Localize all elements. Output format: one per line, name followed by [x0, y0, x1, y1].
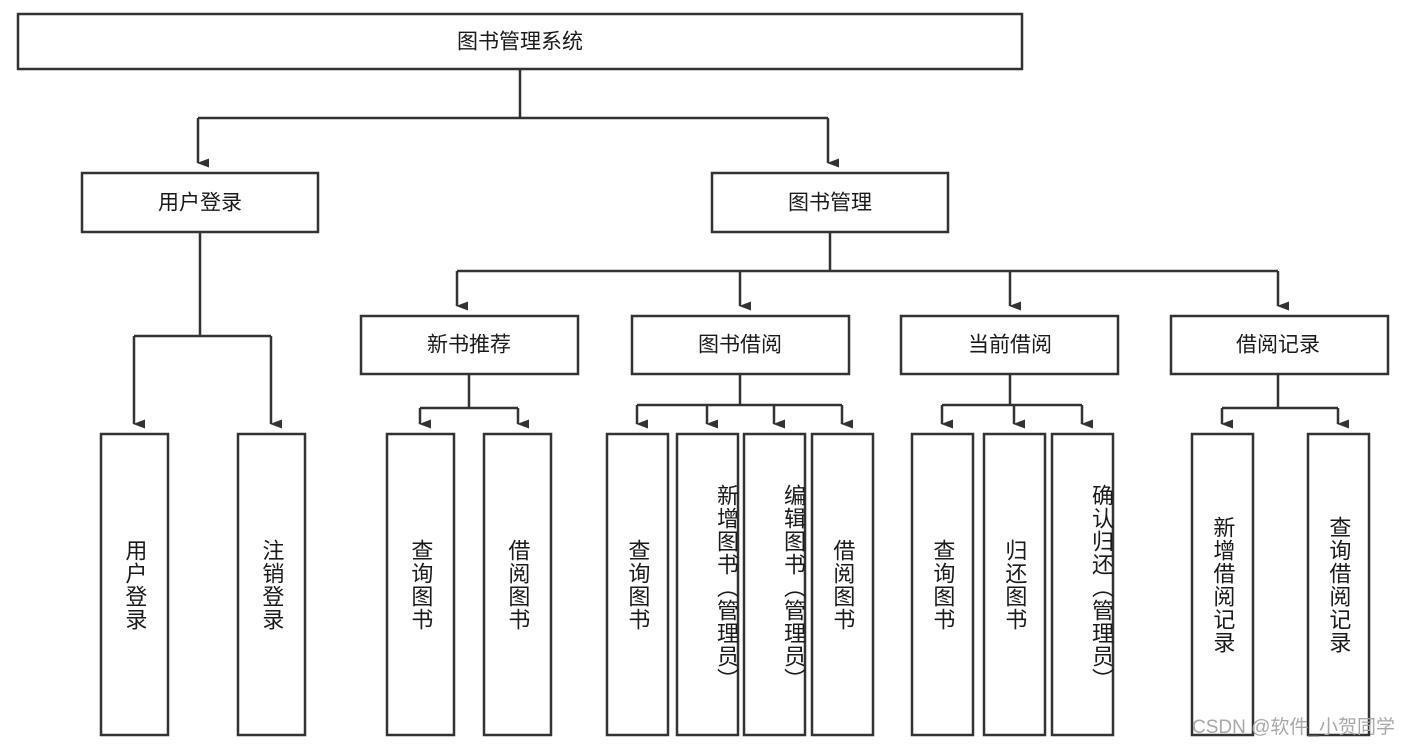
node-leaf-query-book-borrow-box[interactable]	[605, 432, 670, 737]
node-root-label: 图书管理系统	[457, 31, 583, 54]
node-root-box[interactable]	[16, 12, 1024, 71]
node-book-borrow-label: 图书借阅	[698, 334, 782, 357]
node-user-login[interactable]: 用户登录	[80, 171, 320, 234]
node-borrow-record-box[interactable]	[1169, 314, 1390, 376]
node-book-borrow-box[interactable]	[630, 314, 851, 376]
node-new-book-recommend-box[interactable]	[359, 314, 580, 376]
node-book-borrow[interactable]: 图书借阅	[630, 314, 851, 376]
node-book-manage-label: 图书管理	[788, 192, 872, 215]
node-user-login-label: 用户登录	[158, 192, 242, 215]
node-current-borrow-box[interactable]	[899, 314, 1120, 376]
node-leaf-query-borrow-record-box[interactable]	[1306, 432, 1371, 737]
node-leaf-query-book-recommend-box[interactable]	[385, 432, 456, 737]
node-leaf-add-book-box[interactable]	[675, 432, 740, 737]
node-book-manage-box[interactable]	[710, 171, 950, 234]
node-leaf-borrow-book-box[interactable]	[810, 432, 875, 737]
connector-layer	[132, 69, 1349, 429]
node-borrow-record[interactable]: 借阅记录	[1169, 314, 1390, 376]
watermark-text: CSDN @软件_小贺同学	[1192, 717, 1395, 738]
node-leaf-user-login-box[interactable]	[99, 432, 170, 737]
node-leaf-confirm-return-box[interactable]	[1050, 432, 1115, 737]
leaf-boxes-layer	[99, 432, 1371, 737]
node-leaf-query-book-current-box[interactable]	[910, 432, 975, 737]
node-current-borrow-label: 当前借阅	[968, 334, 1052, 357]
node-root[interactable]: 图书管理系统	[16, 12, 1024, 71]
node-current-borrow[interactable]: 当前借阅	[899, 314, 1120, 376]
node-leaf-return-book-box[interactable]	[982, 432, 1047, 737]
node-leaf-logout-box[interactable]	[236, 432, 307, 737]
node-borrow-record-label: 借阅记录	[1236, 334, 1320, 357]
node-new-book-recommend[interactable]: 新书推荐	[359, 314, 580, 376]
node-leaf-edit-book-box[interactable]	[742, 432, 807, 737]
node-leaf-borrow-book-recommend-box[interactable]	[482, 432, 553, 737]
node-book-manage[interactable]: 图书管理	[710, 171, 950, 234]
node-leaf-add-borrow-record-box[interactable]	[1190, 432, 1255, 737]
node-new-book-recommend-label: 新书推荐	[427, 334, 511, 357]
node-user-login-box[interactable]	[80, 171, 320, 234]
